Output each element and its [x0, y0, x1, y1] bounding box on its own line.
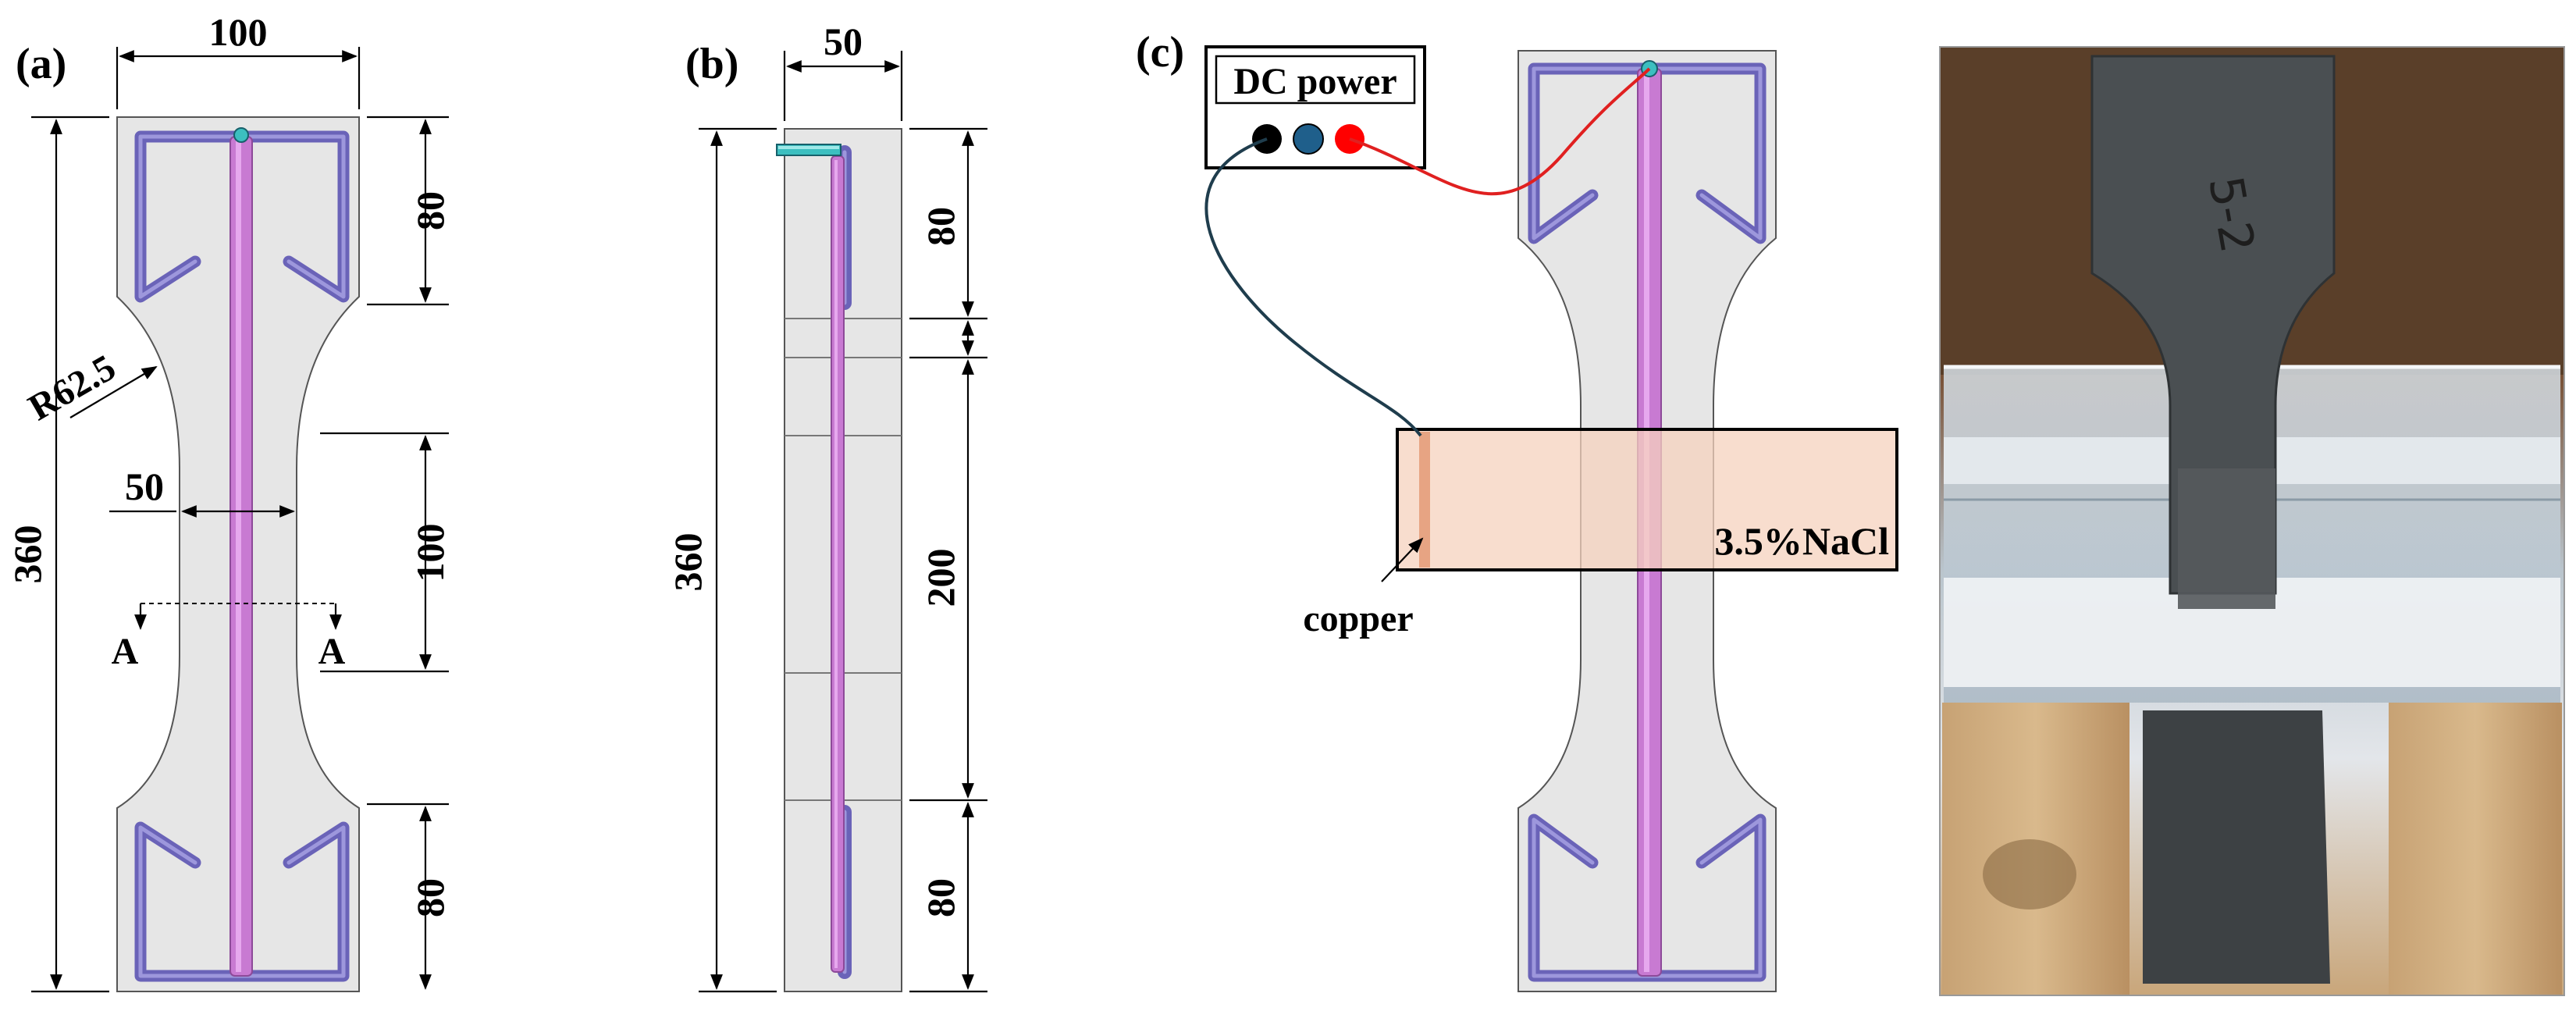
dim-top-a: 80: [408, 191, 452, 230]
dim-bottom-b: 80: [919, 878, 962, 917]
section-mark-right: A: [318, 631, 346, 672]
copper-plate: [1419, 432, 1430, 568]
longitudinal-rebar: [229, 127, 253, 977]
panel-b: (b) 50: [666, 20, 987, 993]
terminal-ground: [1293, 123, 1324, 155]
photo-wood-right: [2389, 703, 2562, 995]
panel-c-label: (c): [1136, 28, 1184, 77]
dim-middle-b: 200: [919, 549, 962, 607]
side-bolt: [776, 144, 841, 156]
svg-text:5-2: 5-2: [2197, 172, 2265, 257]
dim-width-a: 100: [209, 10, 268, 54]
dc-power-label-frame: [1215, 55, 1416, 105]
dim-neck-a: 50: [125, 465, 164, 508]
wire-positive: [1349, 67, 1651, 196]
nacl-solution-tank: [1396, 428, 1898, 571]
dim-top-b: 80: [919, 207, 962, 246]
panel-a: (a) 100 360 80: [5, 10, 452, 993]
panel-c: (c) 3.5%NaCl copper DC power: [1136, 28, 1898, 992]
dim-height-b: 360: [666, 533, 710, 592]
section-mark-left: A: [112, 631, 139, 672]
panel-a-label: (a): [16, 40, 66, 88]
dim-width-b: 50: [824, 20, 863, 63]
dim-height-a: 360: [5, 525, 49, 584]
wire-negative: [1204, 137, 1422, 437]
panel-b-label: (b): [685, 40, 738, 88]
side-rebar: [831, 155, 845, 973]
dim-middle-a: 100: [408, 524, 452, 582]
solution-label: 3.5%NaCl: [1714, 519, 1889, 563]
copper-label: copper: [1303, 598, 1413, 639]
dc-power-label: DC power: [1233, 61, 1397, 102]
dim-bottom-a: 80: [408, 878, 452, 917]
experiment-photo: 5-2: [1939, 46, 2565, 996]
